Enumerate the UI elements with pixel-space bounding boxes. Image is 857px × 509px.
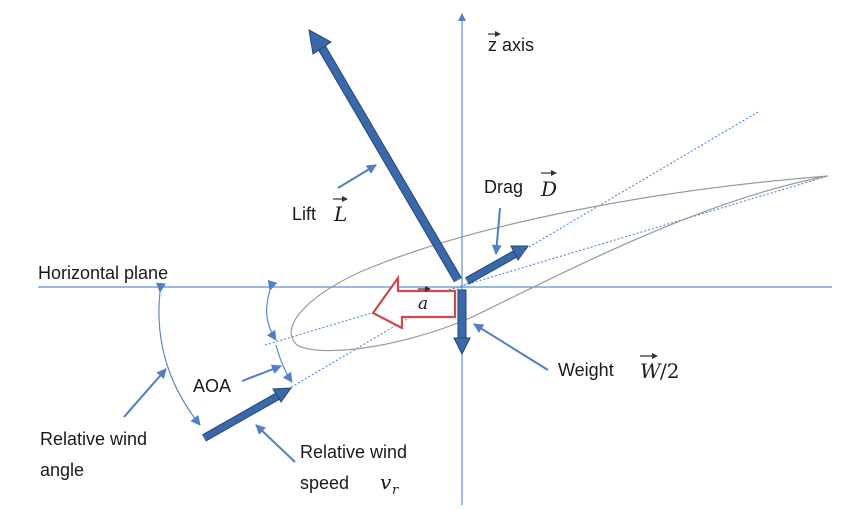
horizontal-plane-label: Horizontal plane: [38, 263, 168, 283]
relative-wind-angle-line2: angle: [40, 460, 84, 480]
weight-arrow-head: [453, 337, 471, 356]
z-axis-label: z axis: [488, 31, 534, 55]
relative-wind-angle-label: Relative wind angle: [40, 429, 147, 480]
weight-symbol: W: [640, 359, 662, 383]
lift-label-pointer: [337, 164, 377, 189]
relative-wind-speed-pointer: [255, 424, 296, 463]
drag-label-pointer: [491, 207, 502, 255]
speed-subscript: r: [392, 483, 399, 498]
relative-wind-angle-line1: Relative wind: [40, 429, 147, 449]
lift-symbol: L: [333, 202, 347, 226]
lift-arrow-fill: [318, 46, 462, 282]
speed-symbol: v: [380, 470, 392, 494]
relative-wind-speed-line2: speed: [300, 473, 349, 493]
acceleration-label: a: [418, 286, 431, 314]
relative-wind-speed-line1: Relative wind: [300, 442, 407, 462]
lift-label: Lift L: [292, 196, 348, 226]
relative-wind-speed-arrow-head: [272, 387, 293, 403]
airfoil-outline: [290, 175, 829, 352]
relative-wind-angle-arc: [155, 282, 201, 426]
relative-wind-speed-arrow-fill: [202, 393, 280, 441]
weight-divisor: /2: [660, 359, 679, 383]
relative-wind-angle-pointer: [123, 368, 167, 418]
relative-wind-speed-label: Relative wind speed v r: [300, 442, 407, 498]
accel-symbol: a: [418, 294, 428, 314]
lift-arrow-head: [308, 29, 332, 55]
weight-arrow: [457, 289, 467, 339]
aoa-arc-lower: [275, 344, 293, 383]
drag-symbol: D: [540, 177, 557, 201]
aoa-label-pointer: [241, 364, 282, 382]
chord-line: [264, 175, 829, 346]
aoa-label: AOA: [193, 376, 231, 396]
drag-label: Drag D: [484, 170, 557, 201]
aoa-arc: [266, 279, 278, 341]
weight-label: Weight W /2: [558, 353, 679, 383]
weight-label-pointer: [473, 323, 549, 371]
drag-arrow-fill: [465, 251, 517, 284]
drag-label-text: Drag: [484, 177, 523, 197]
z-axis-text: z axis: [488, 35, 534, 55]
acceleration-arrow: [371, 274, 457, 330]
lift-label-text: Lift: [292, 204, 316, 224]
drag-arrow-head: [510, 245, 529, 261]
weight-label-text: Weight: [558, 360, 614, 380]
